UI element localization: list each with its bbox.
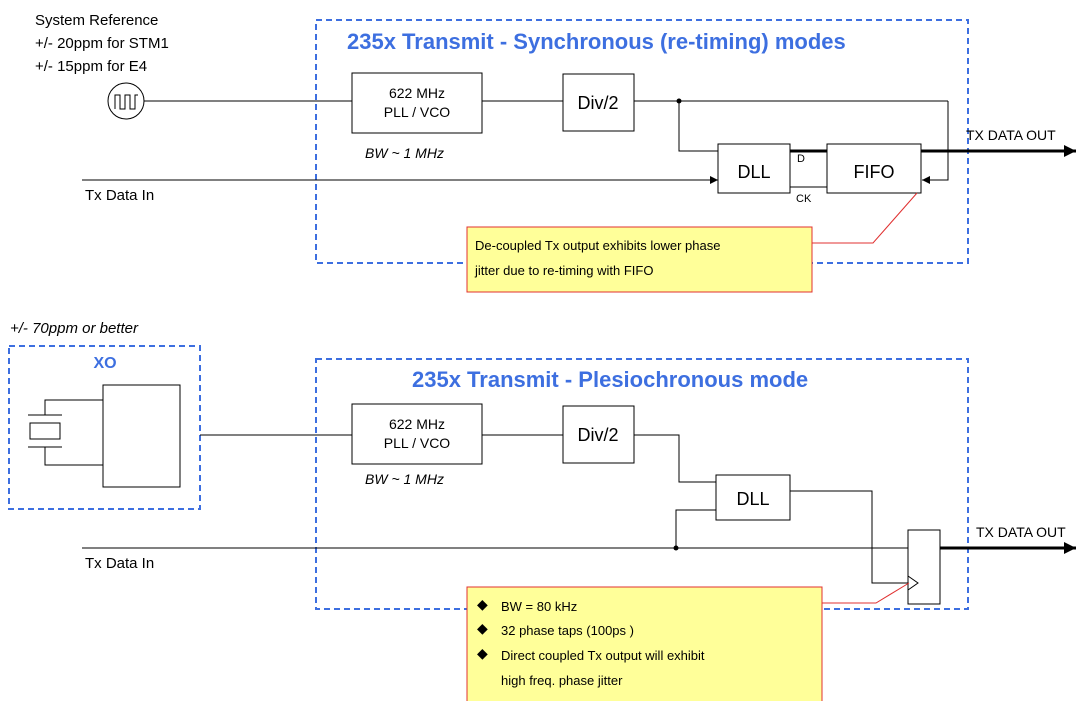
dll-to-flop-wire: [790, 490, 908, 584]
callout-line-1-top: De-coupled Tx output exhibits lower phas…: [475, 238, 720, 253]
callout-line-2-top: jitter due to re-timing with FIFO: [474, 263, 653, 278]
dll-block-bottom: [715, 474, 791, 521]
div2-label-bottom: Div/2: [577, 425, 618, 445]
div-to-dll-wire-top: [678, 101, 718, 152]
callout-pointer-bottom: [822, 582, 910, 604]
bottom-section: +/- 70ppm or better XO 235x Transmit - P…: [8, 320, 1076, 701]
div2-block-bottom: [562, 405, 635, 464]
fifo-label: FIFO: [854, 162, 895, 182]
div2-label-top: Div/2: [577, 93, 618, 113]
pll-vco-block-bottom: [351, 403, 483, 465]
callout-item-1: BW = 80 kHz: [501, 599, 577, 614]
bw-label-bottom: BW ~ 1 MHz: [365, 471, 444, 487]
pll-vco-block-top: [351, 72, 483, 134]
crystal-icon: [28, 384, 181, 488]
div2-block-top: [562, 73, 635, 132]
top-section: 235x Transmit - Synchronous (re-timing) …: [35, 12, 1076, 293]
bullet-1: ◆: [477, 596, 488, 612]
pin-d-label: D: [797, 153, 805, 165]
fifo-block: [826, 143, 922, 194]
callout-item-2: 32 phase taps (100ps ): [501, 623, 634, 638]
callout-pointer-top: [812, 192, 918, 244]
pll-line-2-bottom: PLL / VCO: [384, 435, 451, 451]
callout-box-bottom: [466, 586, 823, 701]
xo-label: XO: [93, 355, 116, 372]
bullet-3: ◆: [477, 645, 488, 661]
callout-box-top: [466, 226, 813, 293]
callout-item-3-cont: high freq. phase jitter: [501, 673, 623, 688]
dll-label-top: DLL: [737, 162, 770, 182]
flop-clock-icon: [907, 575, 919, 591]
callout-item-3: Direct coupled Tx output will exhibit: [501, 648, 705, 663]
div-to-fifo-wire: [922, 101, 949, 184]
bottom-title: 235x Transmit - Plesiochronous mode: [412, 367, 808, 392]
tx-out-label-top: TX DATA OUT: [966, 127, 1056, 143]
dll-label-bottom: DLL: [736, 489, 769, 509]
tx-in-label-bottom: Tx Data In: [85, 555, 154, 572]
xo-boundary: [8, 345, 201, 510]
tx-in-label-top: Tx Data In: [85, 187, 154, 204]
div-to-dll-wire-bottom: [634, 434, 716, 483]
pll-line-1-top: 622 MHz: [389, 85, 445, 101]
ppm-label: +/- 70ppm or better: [10, 320, 139, 337]
tx-out-label-bottom: TX DATA OUT: [976, 524, 1066, 540]
dll-block-top: [717, 143, 791, 194]
top-title: 235x Transmit - Synchronous (re-timing) …: [347, 29, 846, 54]
pll-line-1-bottom: 622 MHz: [389, 416, 445, 432]
ref-line-2: +/- 20ppm for STM1: [35, 35, 169, 52]
bw-label-top: BW ~ 1 MHz: [365, 145, 444, 161]
ref-line-1: System Reference: [35, 12, 158, 29]
ref-line-3: +/- 15ppm for E4: [35, 58, 147, 75]
flip-flop-block: [907, 529, 941, 605]
pll-line-2-top: PLL / VCO: [384, 104, 451, 120]
bullet-2: ◆: [477, 620, 488, 636]
bottom-boundary: [315, 358, 969, 610]
clock-source-icon: [107, 82, 145, 120]
pin-ck-label: CK: [796, 193, 812, 205]
tx-in-to-dll-wire: [675, 509, 716, 548]
